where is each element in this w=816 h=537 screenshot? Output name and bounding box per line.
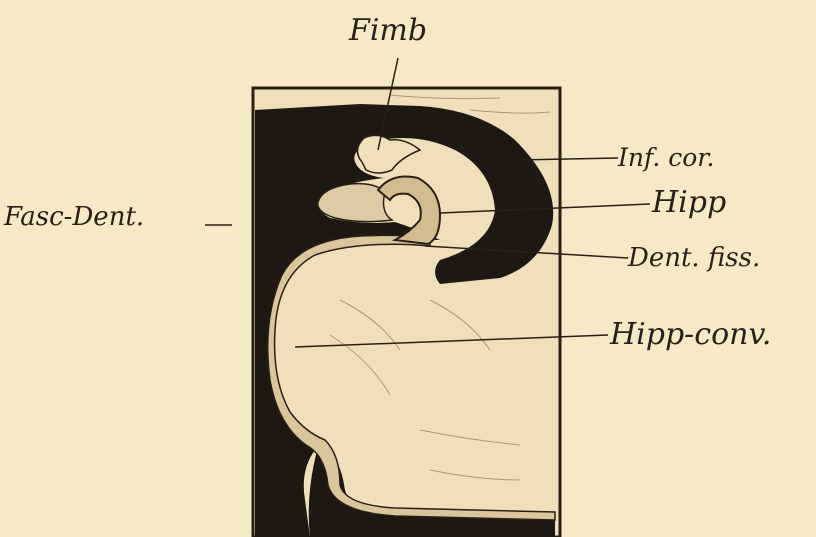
label-hippocampal-convolution: Hipp-conv. [610,320,771,350]
label-fascia-dentata: Fasc-Dent. [4,204,144,230]
label-inferior-cornu: Inf. cor. [618,145,714,170]
label-dentate-fissure: Dent. fiss. [628,245,760,271]
label-hippocampus: Hipp [652,188,726,218]
label-fimbria: Fimb [349,16,427,46]
